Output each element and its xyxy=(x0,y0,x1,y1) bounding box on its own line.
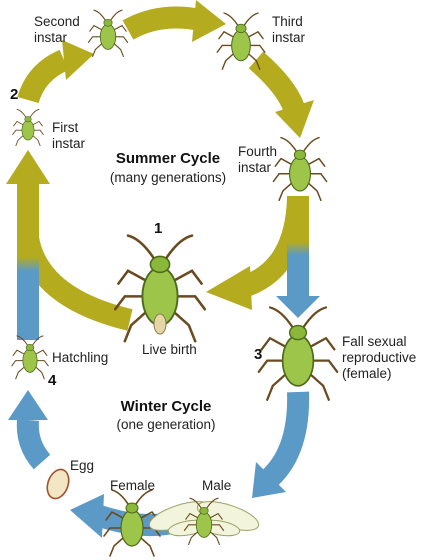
summer-cycle-title: Summer Cycle xyxy=(115,150,221,167)
label-second-instar: Second instar xyxy=(34,14,80,46)
arrow-second-to-third xyxy=(122,6,203,40)
arrow-egg-to-hatchling-head xyxy=(8,390,48,420)
label-female: Female xyxy=(110,478,156,493)
arrow-third-to-fourth-head xyxy=(275,100,314,138)
label-fall-sexual: Fall sexual reproductive (female) xyxy=(342,334,416,382)
aphid-icon-second-instar xyxy=(87,9,129,57)
arrow-first-to-second-head xyxy=(62,40,94,80)
arrow-to-first-instar-head xyxy=(6,150,50,184)
winged-aphid-icon xyxy=(148,497,260,545)
arrow-first-to-second xyxy=(17,49,69,104)
right-transition-bar xyxy=(287,196,309,298)
label-third-instar-line1: Third xyxy=(272,14,303,29)
label-live-birth: Live birth xyxy=(142,342,197,357)
label-fourth-instar-line2: instar xyxy=(238,160,272,175)
label-male: Male xyxy=(202,478,232,493)
arrow-live-birth-to-first xyxy=(17,180,133,331)
winter-cycle-title: Winter Cycle xyxy=(120,398,212,415)
label-fall-sexual-line3: (female) xyxy=(342,366,392,381)
label-fall-sexual-line1: Fall sexual xyxy=(342,334,407,349)
newborn-nymph-icon xyxy=(153,313,167,335)
arrow-to-fall-sexual-head xyxy=(276,296,320,318)
arrow-second-to-third-head xyxy=(192,0,226,42)
arrow-fall-to-male-head xyxy=(252,462,286,498)
step-number-2: 2 xyxy=(10,86,19,103)
winter-cycle-subtitle: (one generation) xyxy=(116,417,216,432)
label-first-instar: First instar xyxy=(52,120,85,152)
arrow-female-to-egg-head xyxy=(70,494,104,538)
step-number-1: 1 xyxy=(154,220,163,237)
aphid-icon-first-instar xyxy=(12,108,44,147)
step-number-3: 3 xyxy=(254,346,263,363)
label-third-instar: Third instar xyxy=(272,14,305,46)
step-number-4: 4 xyxy=(48,372,57,389)
label-hatchling: Hatchling xyxy=(52,350,109,365)
summer-cycle-subtitle: (many generations) xyxy=(109,170,227,185)
aphid-icon-fourth-instar xyxy=(272,136,328,202)
aphid-icon-fall-sexual xyxy=(257,306,339,401)
label-fourth-instar: Fourth instar xyxy=(238,144,277,176)
label-second-instar-line2: instar xyxy=(34,30,68,45)
arrow-fall-to-male xyxy=(262,391,310,487)
egg-icon xyxy=(46,468,70,500)
label-first-instar-line1: First xyxy=(52,120,79,135)
label-third-instar-line2: instar xyxy=(272,30,306,45)
label-egg: Egg xyxy=(70,458,95,473)
label-first-instar-line2: instar xyxy=(52,136,86,151)
aphid-icon-hatchling xyxy=(11,335,49,380)
label-second-instar-line1: Second xyxy=(34,14,80,29)
left-transition-bar xyxy=(17,180,39,340)
arrow-fourth-to-live-birth-head xyxy=(206,266,252,310)
label-fourth-instar-line1: Fourth xyxy=(238,144,278,159)
arrow-egg-to-hatchling xyxy=(16,419,51,470)
arrow-third-to-fourth xyxy=(248,51,305,113)
label-fall-sexual-line2: reproductive xyxy=(342,350,417,365)
